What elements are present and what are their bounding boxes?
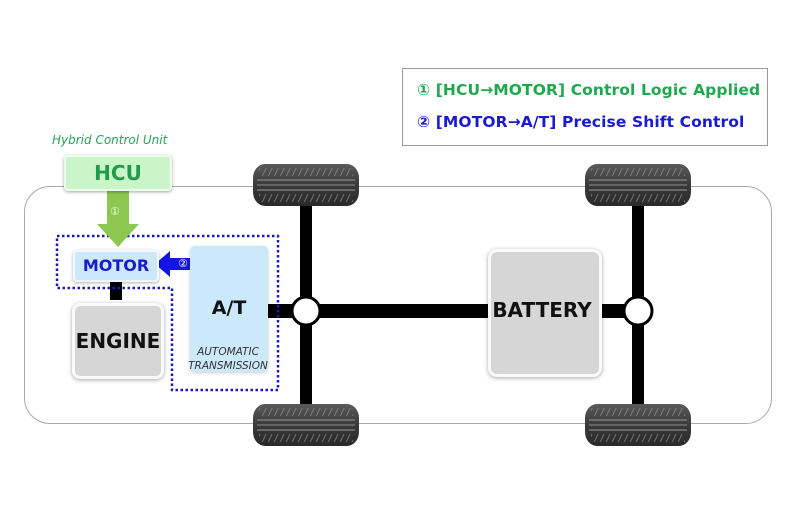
motor-box: MOTOR: [73, 250, 159, 282]
rear-differential: [622, 295, 654, 327]
step-1-marker: ①: [110, 205, 120, 218]
front-differential: [290, 295, 322, 327]
hcu-caption: Hybrid Control Unit: [52, 133, 168, 147]
hcu-box: HCU: [64, 155, 172, 191]
transmission-caption-line2: TRANSMISSION: [188, 360, 268, 372]
step-2-marker: ②: [178, 257, 188, 270]
legend-item-motor-at: ② [MOTOR→A/T] Precise Shift Control: [417, 113, 745, 131]
legend-box: ① [HCU→MOTOR] Control Logic Applied ② [M…: [402, 68, 768, 146]
wheel-rear-right: [584, 403, 692, 447]
wheel-front-right: [584, 163, 692, 207]
motor-engine-link: [110, 280, 122, 300]
legend-item-hcu-motor: ① [HCU→MOTOR] Control Logic Applied: [417, 81, 761, 99]
battery-label: BATTERY: [492, 298, 592, 322]
dotted-hybrid-boundary: [55, 234, 280, 392]
wheel-front-left: [252, 163, 360, 207]
arrow-hcu-to-motor: [97, 190, 139, 247]
transmission-caption: AUTOMATIC TRANSMISSION: [178, 345, 278, 373]
engine-box: ENGINE: [72, 303, 164, 379]
transmission-caption-line1: AUTOMATIC: [197, 346, 259, 358]
transmission-label: A/T: [211, 297, 247, 319]
battery-box: [488, 249, 602, 377]
transmission-box: [190, 246, 268, 372]
wheel-rear-left: [252, 403, 360, 447]
